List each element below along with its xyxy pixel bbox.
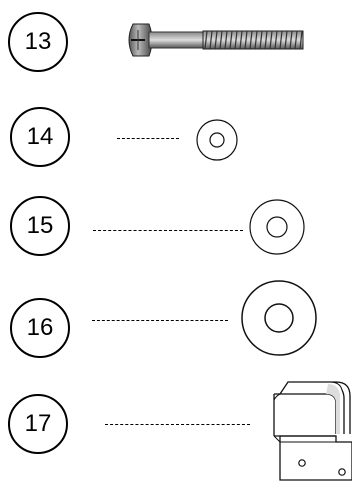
leader-line-15 [93, 230, 243, 231]
bracket-clip-icon [273, 381, 352, 481]
leader-line-17 [105, 424, 250, 425]
medium-washer-icon [249, 199, 305, 255]
large-washer-icon [241, 280, 317, 356]
part-number-15: 15 [10, 196, 70, 256]
part-number-13: 13 [8, 12, 68, 72]
part-number-16: 16 [10, 298, 70, 358]
part-number-14: 14 [10, 107, 70, 167]
leader-line-16 [92, 320, 228, 321]
small-washer-icon [196, 119, 238, 161]
leader-line-14 [117, 138, 179, 139]
part-number-17: 17 [8, 394, 68, 454]
bolt-icon [128, 23, 304, 57]
